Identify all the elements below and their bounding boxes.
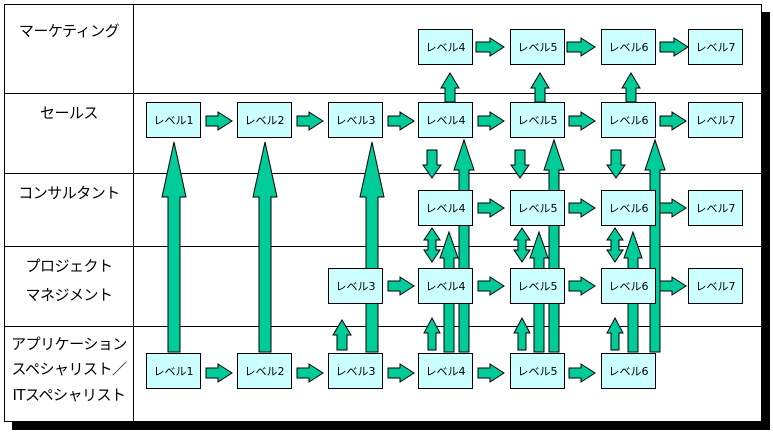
up-arrow-icon bbox=[423, 316, 441, 351]
marketing-level5-box: レベル5 bbox=[510, 29, 565, 65]
sales-level5-box: レベル5 bbox=[510, 102, 565, 138]
up-arrow-icon bbox=[359, 141, 385, 353]
up-arrow-icon bbox=[513, 316, 531, 351]
up-arrow-icon bbox=[644, 138, 666, 353]
pm-level7-box: レベル7 bbox=[688, 268, 743, 304]
sales-level1-box: レベル1 bbox=[146, 102, 201, 138]
right-arrow-icon bbox=[477, 363, 505, 383]
consultant-level5-box: レベル5 bbox=[510, 190, 565, 226]
row-divider bbox=[5, 93, 761, 94]
row-divider bbox=[5, 246, 761, 247]
up-arrow-icon bbox=[543, 138, 565, 353]
row-label-consultant: コンサルタント bbox=[18, 184, 120, 202]
pm-level3-box: レベル3 bbox=[328, 268, 383, 304]
right-arrow-icon bbox=[566, 37, 596, 57]
double-arrow-icon bbox=[513, 227, 531, 263]
row-label-app-line2: スペシャリスト／ bbox=[11, 360, 127, 378]
sales-level6-box: レベル6 bbox=[601, 102, 656, 138]
right-arrow-icon bbox=[477, 276, 505, 296]
app-level3-box: レベル3 bbox=[328, 353, 383, 389]
up-arrow-icon bbox=[606, 316, 624, 351]
row-label-app-line3: ITスペシャリスト bbox=[12, 386, 126, 404]
row-label-pm-line1: プロジェクト bbox=[25, 257, 113, 275]
sales-level2-box: レベル2 bbox=[237, 102, 292, 138]
down-arrow-icon bbox=[510, 149, 530, 179]
row-label-marketing: マーケティング bbox=[18, 22, 120, 40]
right-arrow-icon bbox=[659, 37, 689, 57]
app-level5-box: レベル5 bbox=[510, 353, 565, 389]
sales-level7-box: レベル7 bbox=[688, 102, 743, 138]
up-arrow-icon bbox=[453, 138, 475, 353]
consultant-level7-box: レベル7 bbox=[688, 190, 743, 226]
row-divider bbox=[5, 173, 761, 174]
right-arrow-icon bbox=[475, 37, 505, 57]
sales-level4-box: レベル4 bbox=[418, 102, 473, 138]
double-arrow-icon bbox=[423, 227, 441, 263]
app-level6-box: レベル6 bbox=[601, 353, 656, 389]
right-arrow-icon bbox=[477, 198, 505, 218]
double-arrow-icon bbox=[606, 227, 624, 263]
right-arrow-icon bbox=[568, 111, 596, 131]
up-arrow-icon bbox=[332, 319, 352, 351]
app-level4-box: レベル4 bbox=[418, 353, 473, 389]
consultant-level4-box: レベル4 bbox=[418, 190, 473, 226]
right-arrow-icon bbox=[477, 111, 505, 131]
right-arrow-icon bbox=[387, 276, 415, 296]
row-label-sales: セールス bbox=[39, 104, 99, 122]
pm-level5-box: レベル5 bbox=[510, 268, 565, 304]
right-arrow-icon bbox=[568, 363, 596, 383]
right-arrow-icon bbox=[659, 276, 687, 296]
up-arrow-icon bbox=[440, 72, 460, 103]
row-label-pm-line2: マネジメント bbox=[25, 286, 113, 304]
right-arrow-icon bbox=[296, 363, 324, 383]
right-arrow-icon bbox=[568, 276, 596, 296]
up-arrow-icon bbox=[621, 72, 641, 103]
consultant-level6-box: レベル6 bbox=[601, 190, 656, 226]
app-level1-box: レベル1 bbox=[146, 353, 201, 389]
right-arrow-icon bbox=[659, 198, 687, 218]
up-arrow-icon bbox=[252, 141, 278, 353]
up-arrow-icon bbox=[161, 141, 187, 353]
pm-level6-box: レベル6 bbox=[601, 268, 656, 304]
row-divider bbox=[5, 326, 761, 327]
right-arrow-icon bbox=[296, 111, 324, 131]
up-arrow-icon bbox=[530, 72, 550, 103]
right-arrow-icon bbox=[387, 111, 415, 131]
marketing-level4-box: レベル4 bbox=[418, 29, 473, 65]
marketing-level6-box: レベル6 bbox=[601, 29, 656, 65]
right-arrow-icon bbox=[387, 363, 415, 383]
down-arrow-icon bbox=[422, 149, 442, 179]
pm-level4-box: レベル4 bbox=[418, 268, 473, 304]
marketing-level7-box: レベル7 bbox=[688, 29, 743, 65]
right-arrow-icon bbox=[659, 111, 687, 131]
app-level2-box: レベル2 bbox=[237, 353, 292, 389]
sales-level3-box: レベル3 bbox=[328, 102, 383, 138]
right-arrow-icon bbox=[205, 111, 233, 131]
right-arrow-icon bbox=[205, 363, 233, 383]
right-arrow-icon bbox=[568, 198, 596, 218]
row-label-app-line1: アプリケーション bbox=[11, 335, 127, 353]
label-column-divider bbox=[133, 5, 134, 421]
down-arrow-icon bbox=[606, 149, 626, 179]
